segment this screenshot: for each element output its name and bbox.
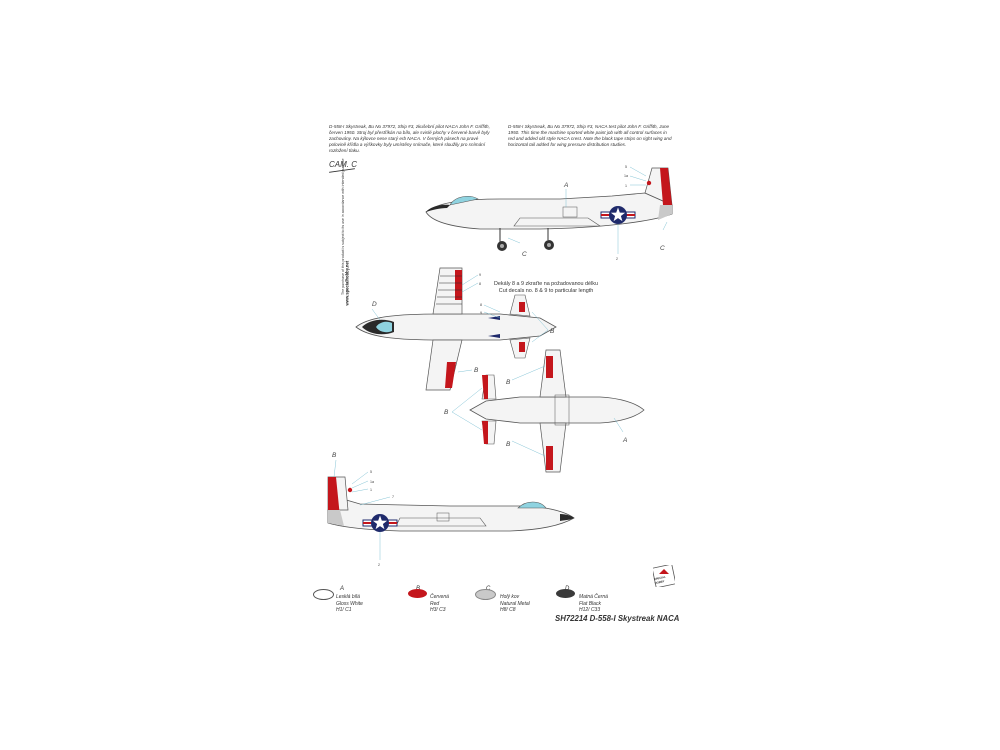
decal-note-en: Cut decals no. 8 & 9 to particular lengt… — [498, 288, 594, 294]
svg-text:A: A — [622, 437, 627, 444]
description-english: D-558-I Skystreak, Bu No 37972, Ship #3,… — [508, 124, 672, 147]
svg-text:B: B — [474, 367, 479, 374]
swatch-red — [408, 589, 427, 598]
side-view-bottom: B 5 1a 1 7 2 — [327, 452, 575, 567]
decal-note: Dekály 8 a 9 zkraťte na požadovanou délk… — [476, 281, 616, 295]
plan-view-bottom: B B B A — [444, 349, 645, 473]
svg-text:C: C — [660, 245, 665, 252]
swatch-gloss-white — [313, 589, 334, 600]
svg-text:B: B — [550, 328, 555, 335]
decal-note-cz: Dekály 8 a 9 zkraťte na požadovanou délk… — [494, 281, 598, 287]
plan-view-top: D B B 9 8 8 9 — [355, 267, 557, 391]
svg-text:1: 1 — [370, 488, 372, 492]
naca-crest-icon — [646, 180, 652, 186]
swatch-natural-metal — [475, 589, 496, 600]
svg-text:8: 8 — [480, 303, 482, 307]
side-view-top: A C C 2 5 1a 1 — [425, 165, 673, 261]
svg-text:9: 9 — [480, 311, 482, 315]
svg-text:1a: 1a — [624, 174, 628, 178]
swatch-flat-black — [556, 589, 575, 598]
svg-text:7: 7 — [392, 495, 394, 499]
svg-text:B: B — [506, 379, 511, 386]
svg-text:8: 8 — [479, 282, 481, 286]
svg-text:2: 2 — [616, 257, 618, 261]
special-hobby-logo-icon: SPECIAL HOBBY — [651, 563, 677, 589]
svg-text:D: D — [372, 301, 377, 308]
svg-text:5: 5 — [370, 470, 372, 474]
svg-text:5: 5 — [625, 165, 627, 169]
svg-text:1: 1 — [625, 184, 627, 188]
svg-text:1a: 1a — [370, 480, 374, 484]
description-czech: D-558-I Skystreak, Bu No 37972, Ship #3,… — [329, 124, 490, 153]
svg-text:B: B — [506, 441, 511, 448]
legend-item-c: C Holý kov Natural Metal H8/ C8 — [486, 586, 530, 613]
legend-item-b: B Červená Red H3/ C3 — [416, 586, 449, 613]
svg-text:2: 2 — [378, 563, 380, 567]
svg-text:9: 9 — [479, 273, 481, 277]
kit-title: SH72214 D-558-I Skystreak NACA — [555, 614, 680, 623]
svg-text:C: C — [522, 251, 527, 258]
camo-label: CAM. C — [329, 160, 357, 169]
svg-text:B: B — [444, 409, 449, 416]
legend-item-a: A Lesklá bílá Gloss White H1/ C1 — [336, 586, 363, 613]
legend-item-d: D Matná Černá Flat Black H12/ C33 — [565, 586, 608, 613]
svg-text:A: A — [563, 182, 568, 189]
svg-text:B: B — [332, 452, 337, 459]
